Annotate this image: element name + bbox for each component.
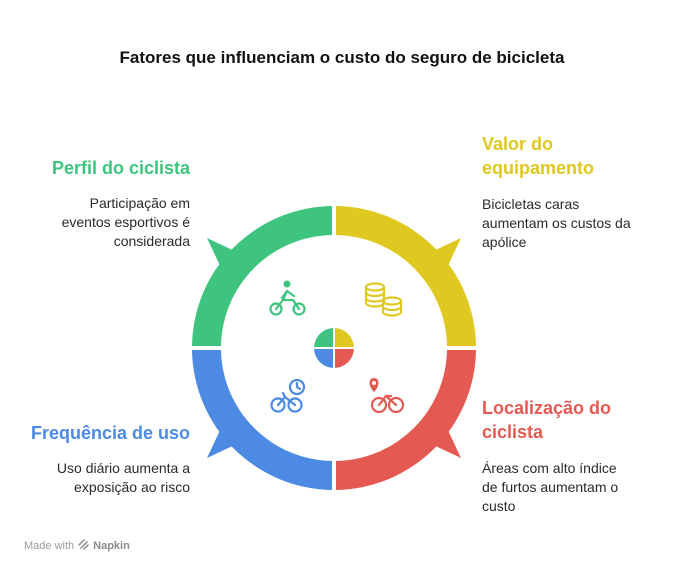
heading-localizacao: Localização do ciclista (482, 396, 611, 444)
heading-line: Perfil do ciclista (51, 158, 190, 178)
heading-line: equipamento (482, 158, 595, 178)
description-line: considerada (113, 233, 190, 249)
heading-frequencia: Frequência de uso (31, 421, 190, 445)
description-line: Áreas com alto índice (482, 460, 617, 476)
footer-prefix: Made with (24, 540, 75, 552)
heading-perfil: Perfil do ciclista (52, 156, 190, 180)
napkin-logo-icon (78, 539, 89, 553)
arrow-localizacao (427, 424, 461, 458)
heading-valor: Valor do equipamento (482, 132, 594, 180)
description-line: Participação em (89, 195, 190, 211)
description-localizacao: Áreas com alto índice de furtos aumentam… (482, 459, 618, 516)
description-line: Bicicletas caras (482, 196, 580, 212)
arrow-perfil (207, 238, 241, 272)
ring-segment-valor (336, 206, 476, 346)
description-frequencia: Uso diário aumenta a exposição ao risco (57, 459, 190, 497)
clock-bike-icon (270, 378, 306, 413)
description-line: de furtos aumentam o (482, 479, 619, 495)
description-line: custo (482, 498, 516, 514)
description-valor: Bicicletas caras aumentam os custos da a… (482, 195, 631, 252)
page-title: Fatores que influenciam o custo do segur… (119, 48, 565, 67)
ring-segment-frequencia (192, 350, 332, 490)
description-line: aumentam os custos da (482, 215, 631, 231)
description-line: apólice (482, 234, 527, 250)
description-line: Uso diário aumenta a (56, 460, 190, 476)
center-quadrant-icon (314, 328, 354, 368)
ring-segment-localizacao (336, 350, 476, 490)
description-line: exposição ao risco (74, 479, 190, 495)
heading-line: ciclista (482, 422, 544, 442)
ring-segment-perfil (192, 206, 332, 346)
footer-brand: Napkin (93, 540, 130, 552)
location-bike-icon (369, 378, 405, 414)
heading-line: Localização do (482, 398, 612, 418)
arrow-valor (427, 238, 461, 272)
arrow-frequencia (207, 424, 241, 458)
heading-line: Valor do (482, 134, 554, 154)
description-line: eventos esportivos é (61, 214, 190, 230)
footer-watermark: Made with Napkin (24, 539, 130, 553)
cyclist-icon (269, 280, 306, 316)
description-perfil: Participação em eventos esportivos é con… (62, 194, 190, 251)
heading-line: Frequência de uso (30, 423, 190, 443)
coins-icon (364, 282, 403, 317)
